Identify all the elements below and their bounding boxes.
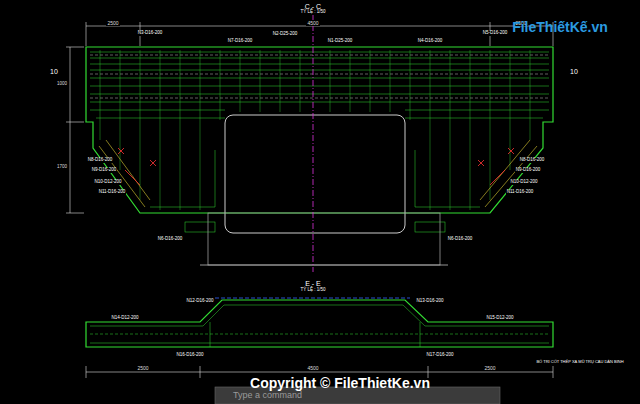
- watermark: Copyright © FileThietKe.vn: [249, 376, 431, 390]
- section-title: C - C: [304, 3, 322, 10]
- rebar-callout: N15-D12-200: [485, 316, 514, 321]
- rebar-callout: N16-D16-200: [175, 353, 204, 358]
- rebar-callout: N1-D25-200: [327, 39, 354, 44]
- rebar-callout: N11-D16-200: [98, 190, 127, 195]
- scale-note: TỶ LỆ : 1/50: [299, 10, 326, 15]
- rebar-callout: N6-D16-200: [157, 237, 184, 242]
- command-prompt: Type a command: [232, 391, 303, 400]
- rebar-callout: N10-D12-200: [509, 180, 538, 185]
- rebar-callout: N5-D16-200: [482, 31, 509, 36]
- logo-text: FileThiếtKế.vn: [511, 20, 609, 34]
- dimension: 2500: [136, 366, 149, 371]
- axis-mark: 10: [569, 68, 579, 75]
- rebar-callout: N12-D16-200: [185, 299, 214, 304]
- dimension: 4500: [306, 366, 319, 371]
- scale-note: TỶ LỆ : 1/50: [299, 288, 326, 293]
- rebar-callout: N17-D16-200: [425, 353, 454, 358]
- rebar-callout: N8-D16-200: [87, 158, 114, 163]
- dimension: 1000: [56, 82, 68, 87]
- rebar-callout: N14-D12-200: [110, 316, 139, 321]
- dimension: 1700: [56, 165, 68, 170]
- rebar-callout: N10-D12-200: [93, 180, 122, 185]
- drawing-title: BỐ TRÍ CỐT THÉP XÀ MŨ TRỤ CẦU DẪN BÌNH: [535, 360, 624, 364]
- rebar-callout: N9-D16-200: [91, 168, 118, 173]
- rebar-callout: N13-D16-200: [415, 299, 444, 304]
- rebar-callout: N7-D16-200: [227, 39, 254, 44]
- rebar-callout: N3-D16-200: [137, 31, 164, 36]
- rebar-callout: N6-D16-200: [447, 237, 474, 242]
- section-title: E - E: [304, 280, 322, 287]
- rebar-callout: N9-D16-200: [515, 168, 542, 173]
- rebar-callout: N8-D16-200: [519, 158, 546, 163]
- dimension: 4500: [306, 21, 319, 26]
- dimension: 2500: [483, 366, 496, 371]
- rebar-callout: N11-D16-200: [506, 190, 535, 195]
- dimension: 2500: [106, 21, 119, 26]
- rebar-callout: N2-D25-200: [272, 32, 299, 37]
- axis-mark: 10: [49, 68, 59, 75]
- rebar-callout: N4-D16-200: [417, 39, 444, 44]
